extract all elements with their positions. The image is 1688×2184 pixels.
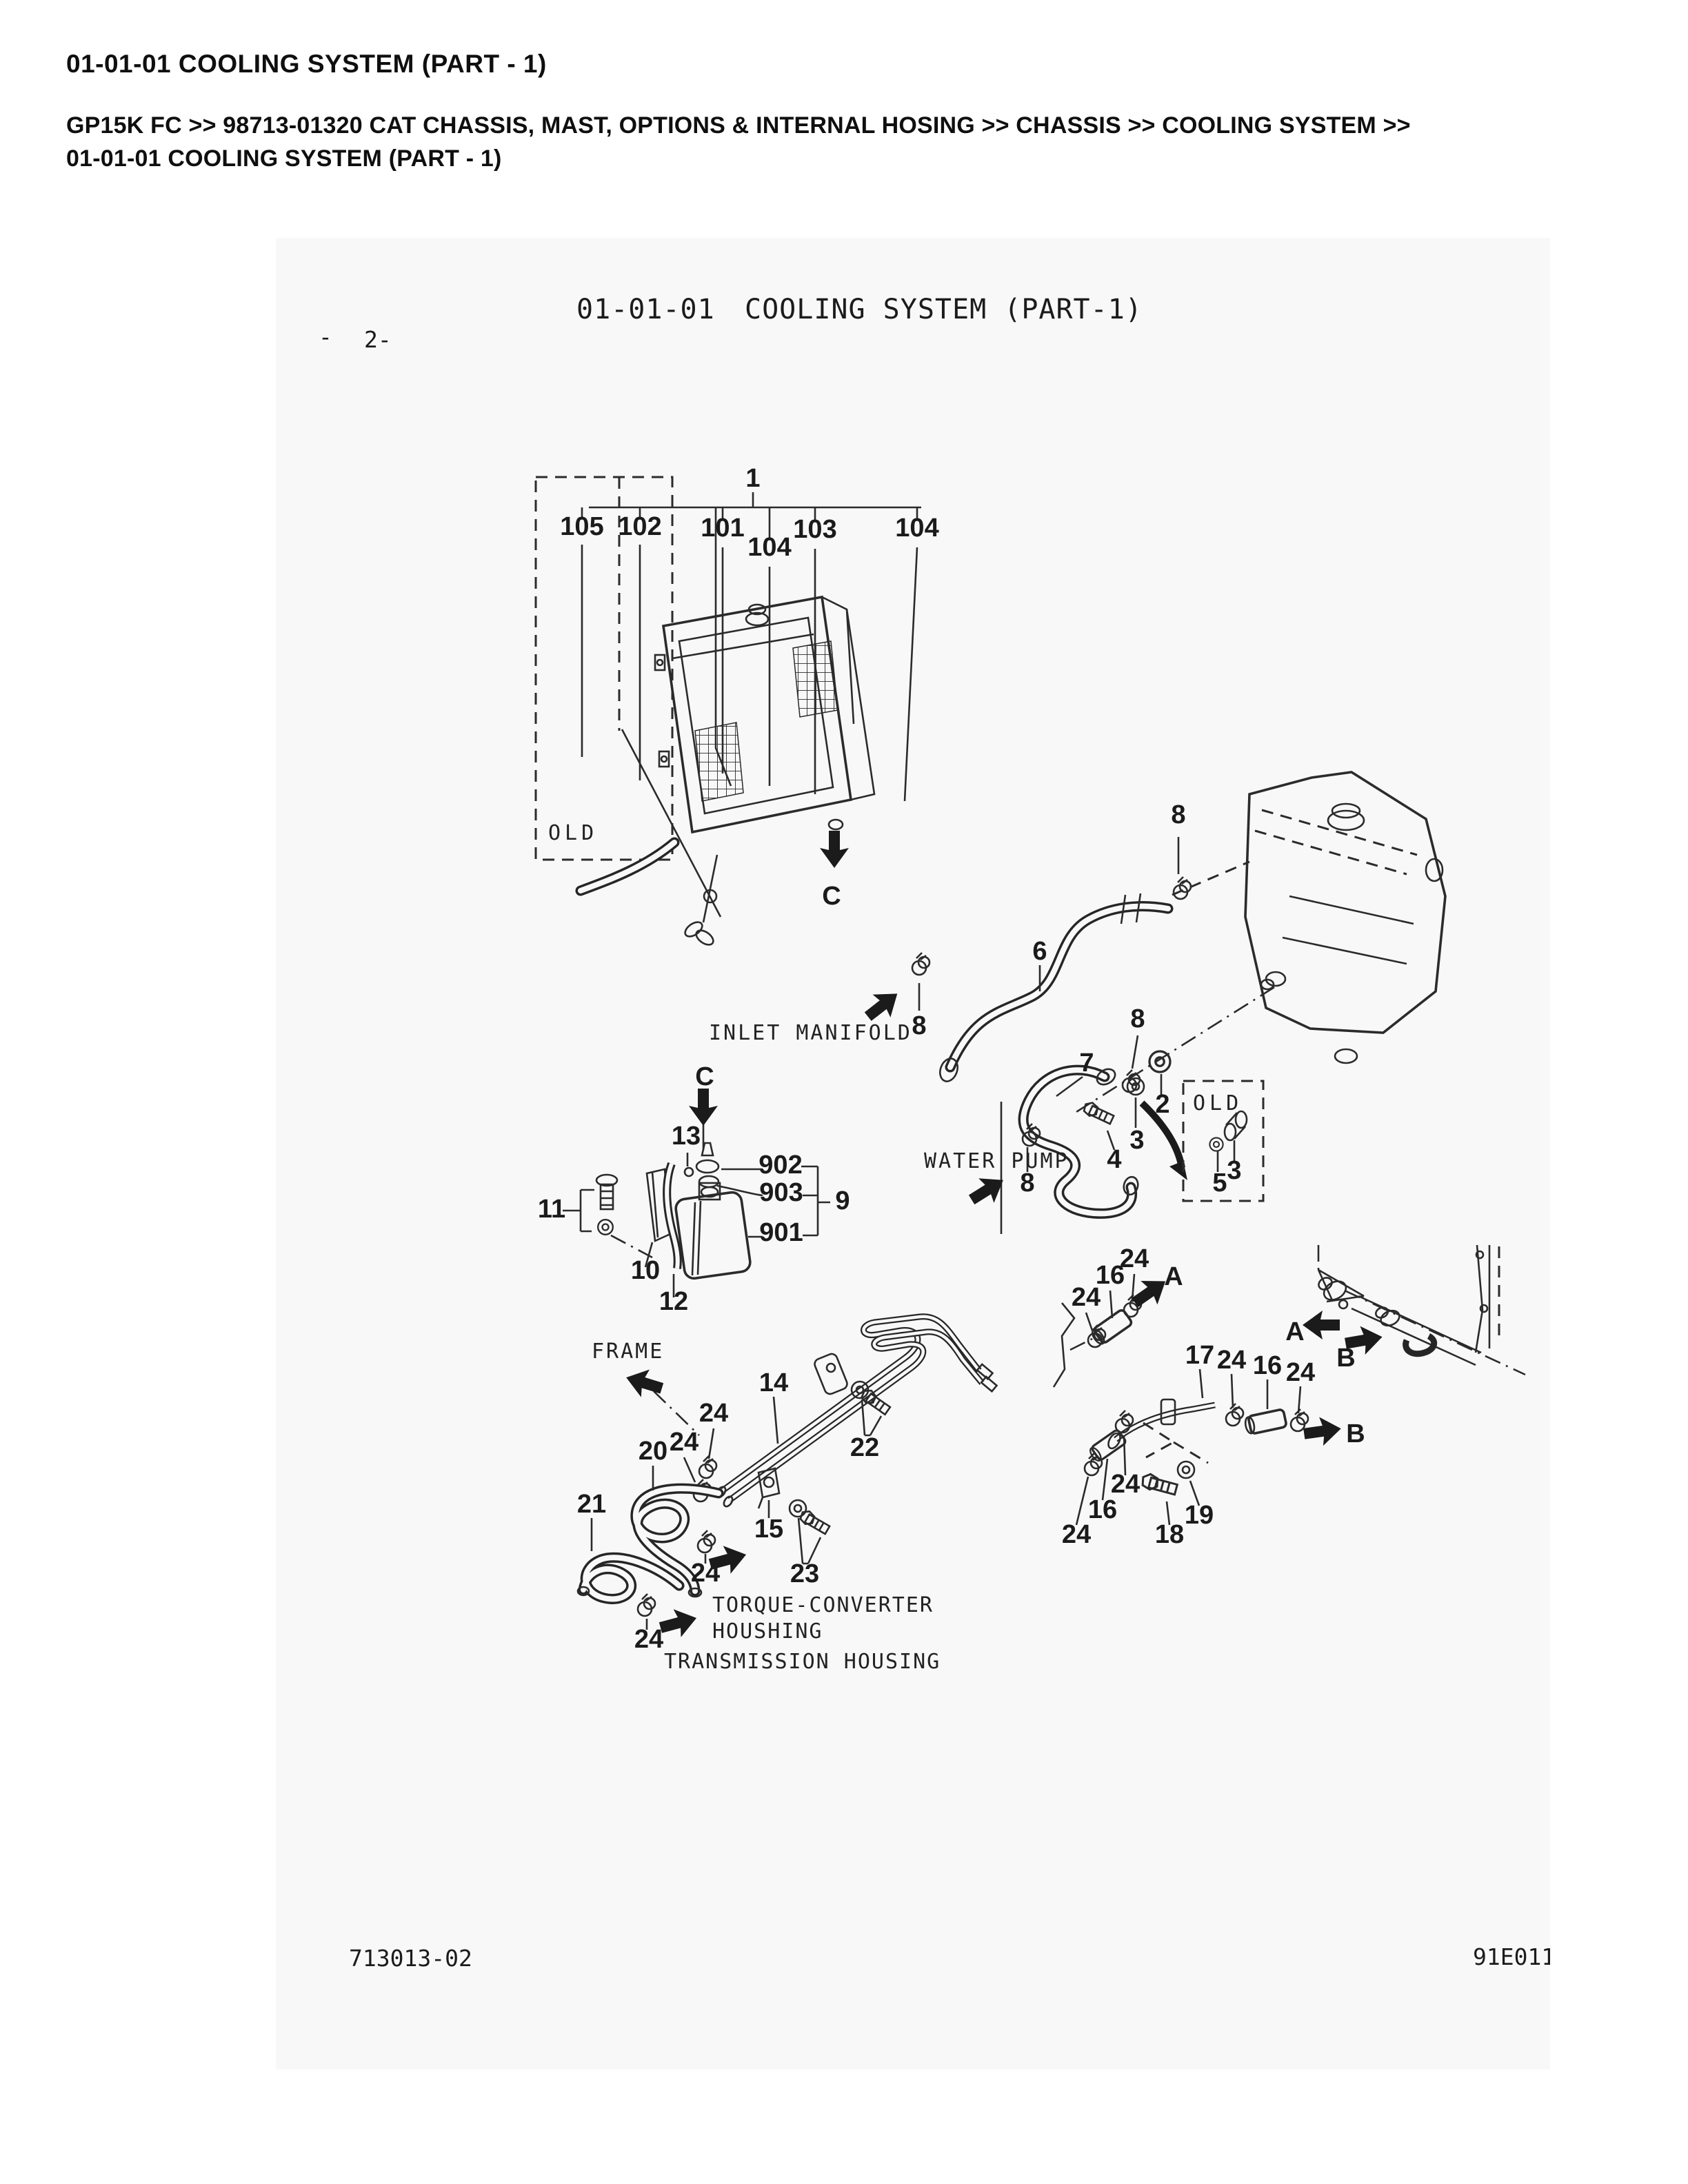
part-label-8: 8 [1130,1004,1145,1033]
part-label-24: 24 [634,1625,663,1654]
caption-torque-converter: TORQUE-CONVERTER [712,1593,934,1617]
footer-sheet-code: 91E011 [1473,1943,1550,1970]
part-label-19: 19 [1185,1501,1214,1530]
part-label-15: 15 [754,1515,783,1544]
ref-letter-C: C [695,1062,714,1091]
caption-water-pump: WATER PUMP [924,1149,1069,1173]
part-label-16: 16 [1088,1495,1117,1524]
lower-hoses-drawing [576,1466,832,1630]
part-label-104: 104 [895,514,938,543]
ref-letter-B: B [1336,1344,1355,1373]
caption-houshing: HOUSHING [712,1619,823,1644]
footer-drawing-number: 713013-02 [349,1945,472,1972]
part-label-18: 18 [1155,1520,1184,1549]
ref-letter-A: A [1285,1317,1304,1346]
radiator-drawing [534,476,921,946]
part-label-8: 8 [912,1011,926,1040]
part-label-8: 8 [1171,800,1185,829]
ref-letter-B: B [1346,1419,1365,1448]
part-label-20: 20 [639,1437,667,1466]
part-label-16: 16 [1253,1351,1282,1380]
part-label-2: 2 [1155,1090,1169,1119]
breadcrumb: GP15K FC >> 98713-01320 CAT CHASSIS, MAS… [66,112,1411,172]
part-label-24: 24 [670,1428,699,1457]
part-label-11: 11 [538,1195,565,1224]
part-label-24: 24 [699,1399,728,1428]
part-label-902: 902 [758,1151,802,1180]
direction-arrow-icon [820,831,849,868]
cooler-pipes-drawing [653,1313,998,1508]
part-label-103: 103 [793,515,836,544]
part-label-104: 104 [747,533,791,562]
part-label-901: 901 [759,1218,803,1247]
part-label-17: 17 [1185,1341,1214,1370]
diagram-title-name: COOLING SYSTEM (PART-1) [745,294,1143,325]
part-label-1: 1 [745,464,760,493]
page-title: 01-01-01 COOLING SYSTEM (PART - 1) [66,50,547,78]
part-label-3: 3 [1227,1156,1241,1185]
part-label-24: 24 [1111,1470,1140,1499]
diagram-title-code: 01-01-01 [576,294,715,325]
part-label-16: 16 [1096,1261,1125,1290]
part-label-9: 9 [835,1186,850,1215]
part-label-7: 7 [1079,1049,1094,1078]
direction-arrow-icon [963,1167,1012,1213]
part-label-903: 903 [759,1178,803,1207]
part-label-12: 12 [659,1287,688,1316]
caption-inlet-manifold: INLET MANIFOLD [709,1021,912,1045]
part-label-23: 23 [790,1559,819,1588]
page-marker-dash: - [319,323,332,350]
part-label-24: 24 [1072,1283,1101,1312]
diagram-canvas: 01-01-01 COOLING SYSTEM (PART-1) - 2- 71… [276,238,1550,2070]
page-marker-number: 2- [364,326,392,353]
part-label-24: 24 [1286,1358,1315,1387]
direction-arrow-icon [689,1089,718,1126]
ref-letter-C: C [822,882,841,911]
frame-member-drawing [1052,1244,1526,1526]
caption-transmission-housing: TRANSMISSION HOUSING [664,1650,941,1674]
direction-arrow-icon [1303,1311,1340,1339]
part-label-102: 102 [618,512,661,541]
part-label-8: 8 [1020,1169,1034,1197]
caption-old: OLD [1193,1091,1243,1115]
part-label-13: 13 [672,1122,701,1151]
part-label-14: 14 [759,1368,788,1397]
ref-letter-A: A [1164,1262,1183,1291]
water-pump-hose-drawing [1000,1035,1265,1234]
part-label-24: 24 [1217,1346,1246,1375]
part-label-5: 5 [1212,1169,1227,1197]
part-label-105: 105 [560,512,603,541]
part-label-101: 101 [701,514,744,543]
part-label-10: 10 [631,1256,660,1285]
part-label-22: 22 [850,1433,879,1462]
reservoir-drawing [563,1124,830,1297]
caption-frame: FRAME [592,1339,664,1364]
part-label-3: 3 [1129,1126,1144,1155]
part-label-6: 6 [1032,937,1047,966]
part-label-24: 24 [1120,1244,1149,1273]
upper-hose-drawing [911,837,1192,1082]
part-label-21: 21 [577,1490,606,1519]
engine-block-drawing [1072,771,1447,1115]
part-label-4: 4 [1107,1145,1121,1174]
part-label-24: 24 [1062,1520,1091,1549]
caption-old: OLD [548,821,598,845]
